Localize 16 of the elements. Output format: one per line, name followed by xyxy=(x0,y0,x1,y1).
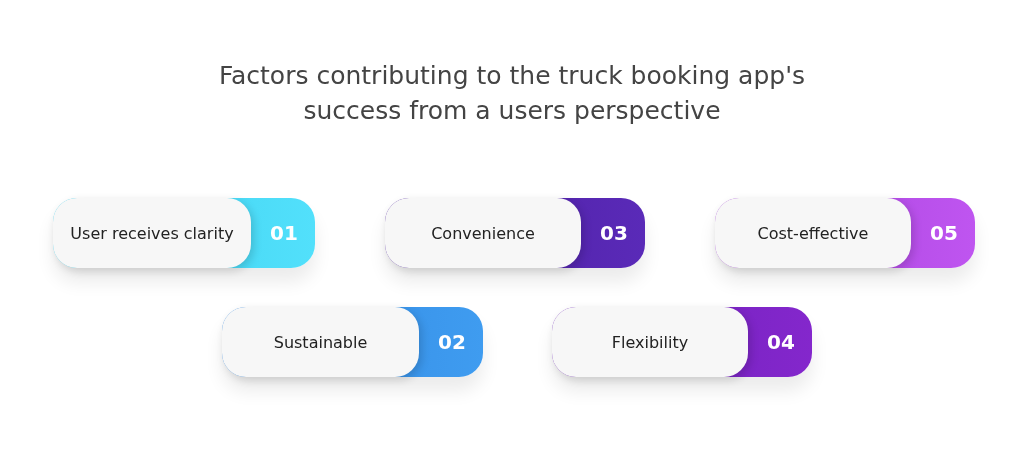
title: Factors contributing to the truck booking app's success from a users perspective xyxy=(217,60,807,127)
factor-card xyxy=(53,198,315,268)
step-number: 02 xyxy=(437,329,467,356)
factor-card xyxy=(385,198,645,268)
step-number: 03 xyxy=(599,220,629,247)
factor-label: User receives clarity xyxy=(53,198,251,268)
step-number: 04 xyxy=(766,329,796,356)
step-number: 05 xyxy=(929,220,959,247)
factor-label: Convenience xyxy=(385,198,581,268)
step-number: 01 xyxy=(269,220,299,247)
factor-card xyxy=(552,307,812,377)
factor-card xyxy=(715,198,975,268)
factor-label: Cost-effective xyxy=(715,198,911,268)
factor-card xyxy=(222,307,483,377)
factor-label: Flexibility xyxy=(552,307,748,377)
factor-label: Sustainable xyxy=(222,307,419,377)
